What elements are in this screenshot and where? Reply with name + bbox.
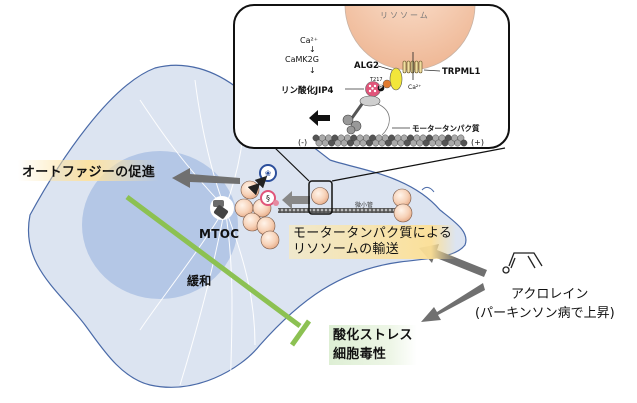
lysosome-label: リソソーム bbox=[380, 11, 430, 20]
alg2-label: ALG2 bbox=[354, 61, 379, 71]
mtoc-label: MTOC bbox=[199, 227, 240, 241]
fusion-double-arrow bbox=[247, 175, 268, 196]
tubulin-subunit bbox=[460, 139, 468, 147]
alg2-protein bbox=[389, 67, 403, 91]
relief-label: 緩和 bbox=[187, 274, 212, 288]
microtubule bbox=[278, 208, 406, 213]
trpml1-channel bbox=[402, 52, 423, 80]
svg-text:§: § bbox=[266, 194, 270, 203]
lysosome-peripheral bbox=[393, 203, 413, 223]
svg-text:❀: ❀ bbox=[265, 169, 272, 178]
phospho-site-label: T217 bbox=[370, 77, 383, 83]
transport-label-line1: モータータンパク質による bbox=[293, 226, 453, 241]
ca-release-label: Ca²⁺ bbox=[408, 84, 422, 91]
zoom-connector bbox=[273, 146, 310, 182]
acrolein-structure-icon bbox=[502, 252, 543, 274]
motor-protein-label: モータータンパク質 bbox=[412, 124, 480, 133]
stress-label-line2: 細胞毒性 bbox=[333, 347, 387, 362]
lysosome-transported bbox=[311, 187, 329, 205]
pathway-product: リン酸化JIP4 bbox=[281, 86, 334, 96]
minus-direction-arrow bbox=[309, 110, 330, 126]
jip4-pattern bbox=[368, 84, 377, 93]
motor-stalk bbox=[377, 103, 390, 136]
tubulin-subunit bbox=[457, 134, 465, 142]
transport-label: モータータンパク質による リソソームの輸送 bbox=[289, 225, 457, 259]
adaptor-orange bbox=[382, 79, 392, 89]
transport-direction-arrow bbox=[282, 191, 310, 209]
acrolein-name: アクロレイン bbox=[511, 287, 589, 302]
inhibition-bar bbox=[289, 319, 312, 347]
autophagosome-icon: ❀ bbox=[259, 164, 277, 182]
alg2-pointer bbox=[377, 65, 393, 71]
inhibition-line bbox=[125, 194, 302, 329]
trpml1-pointer bbox=[423, 69, 441, 72]
minus-end-label: (-) bbox=[298, 138, 308, 147]
autophagy-arrow bbox=[172, 168, 240, 188]
stress-label-line1: 酸化ストレス bbox=[333, 328, 413, 343]
cell-notch bbox=[421, 186, 435, 193]
phospho-mark: P bbox=[379, 85, 383, 91]
pathway-arrow-2: ↓ bbox=[309, 66, 316, 75]
phosphate-icon bbox=[377, 84, 385, 92]
plus-end-label: (+) bbox=[471, 138, 484, 147]
zoom-connector bbox=[331, 147, 506, 182]
motor-stalk bbox=[350, 103, 364, 119]
dynein-rings bbox=[342, 114, 362, 135]
zoom-source-box bbox=[308, 180, 333, 215]
transport-label-line2: リソソームの輸送 bbox=[293, 242, 400, 257]
pathway-calcium: Ca²⁺ bbox=[300, 36, 318, 45]
autophagy-label: オートファジーの促進 bbox=[18, 160, 160, 181]
mtoc bbox=[210, 196, 234, 220]
autolysosome-icon: § bbox=[260, 190, 279, 206]
pathway-kinase: CaMK2G bbox=[285, 55, 319, 64]
inset-microtubule bbox=[312, 134, 468, 147]
lysosome-cluster bbox=[234, 180, 280, 250]
acrolein-to-stress-arrow bbox=[421, 283, 485, 322]
nucleus bbox=[82, 151, 238, 299]
stress-label: 酸化ストレス 細胞毒性 bbox=[329, 325, 417, 365]
motor-head bbox=[359, 95, 381, 107]
trpml1-label: TRPML1 bbox=[442, 67, 481, 77]
microtubule-label: 微小管 bbox=[355, 202, 374, 209]
acrolein-note: (パーキンソン病で上昇) bbox=[475, 306, 615, 321]
pathway-arrow-1: ↓ bbox=[309, 45, 316, 54]
